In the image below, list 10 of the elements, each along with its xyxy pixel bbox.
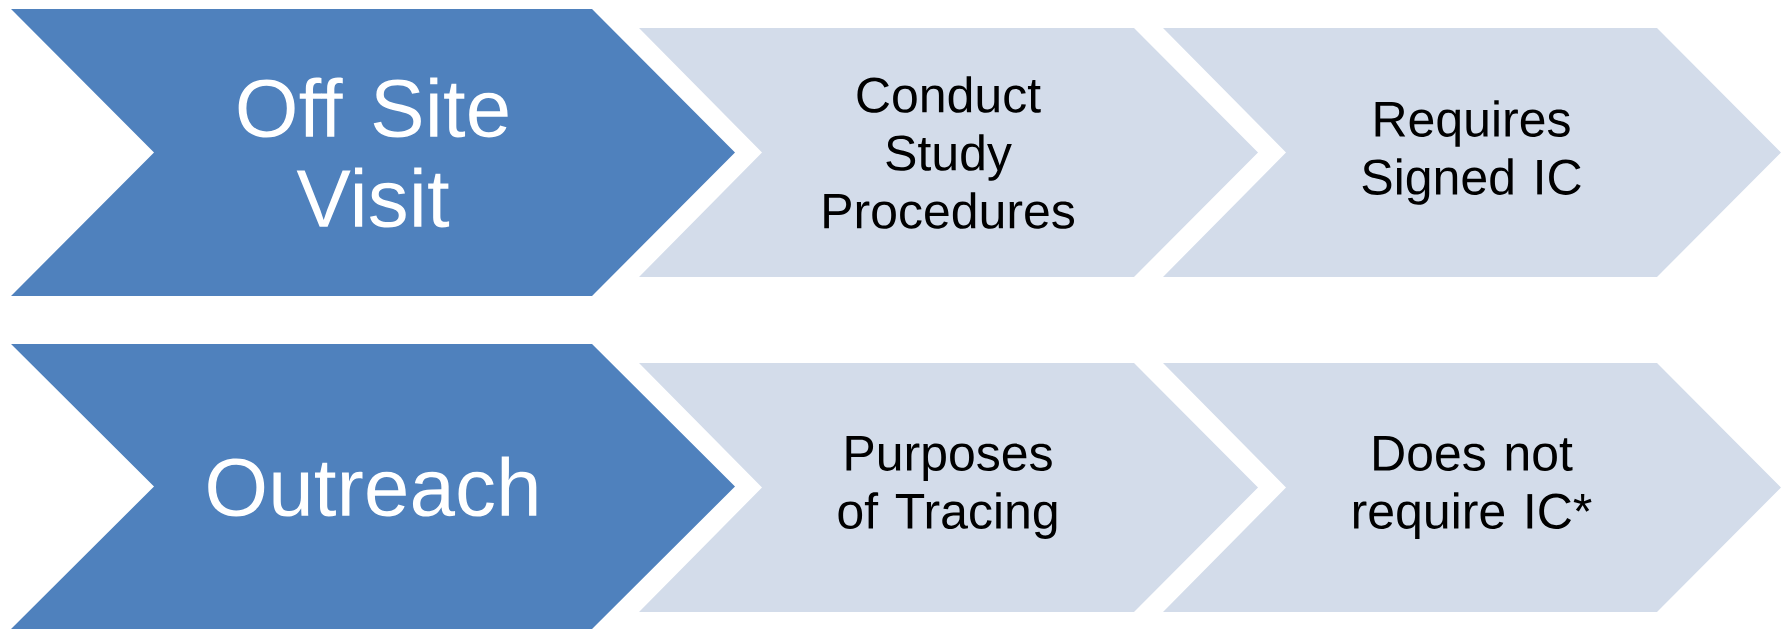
chevron-band: Off Site Visit (11, 9, 735, 296)
node-label: Purposes of Tracing (838, 436, 1057, 539)
chevron-band: Conduct Study Procedures (639, 28, 1258, 277)
chevron-band: Outreach (11, 344, 735, 629)
node-label: Conduct Study Procedures (824, 76, 1075, 229)
chevron-band: Purposes of Tracing (639, 363, 1258, 612)
node-label: Does not require IC* (1353, 436, 1592, 539)
chevron-band: Does not require IC* (1163, 363, 1781, 612)
chevron-band: Requires Signed IC (1163, 28, 1781, 277)
node-label: Requires Signed IC (1362, 100, 1581, 205)
